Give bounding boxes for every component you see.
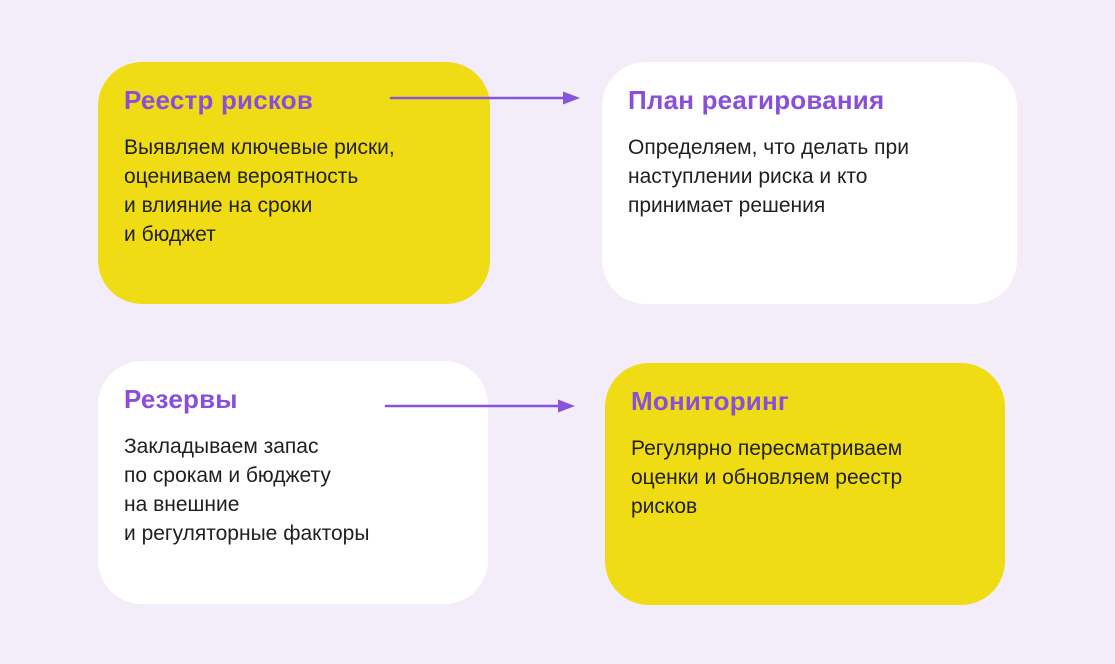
card-response-plan-title: План реагирования — [628, 85, 885, 115]
arrow-right-icon — [384, 399, 575, 413]
card-response-plan-body: Определяем, что делать при наступлении р… — [628, 136, 909, 217]
card-risk-register-body: Выявляем ключевые риски, оцениваем вероя… — [124, 136, 395, 246]
arrow-right-icon — [389, 91, 580, 105]
card-reserves-title: Резервы — [124, 384, 238, 414]
card-monitoring: Мониторинг Регулярно пересматриваем оцен… — [605, 363, 1005, 605]
card-reserves-body: Закладываем запас по срокам и бюджету на… — [124, 435, 370, 545]
card-monitoring-title: Мониторинг — [631, 386, 789, 416]
card-risk-register: Реестр рисков Выявляем ключевые риски, о… — [98, 62, 490, 304]
card-monitoring-body: Регулярно пересматриваем оценки и обновл… — [631, 437, 903, 518]
card-response-plan: План реагирования Определяем, что делать… — [602, 62, 1017, 304]
card-reserves: Резервы Закладываем запас по срокам и бю… — [98, 361, 488, 604]
card-risk-register-title: Реестр рисков — [124, 85, 314, 115]
